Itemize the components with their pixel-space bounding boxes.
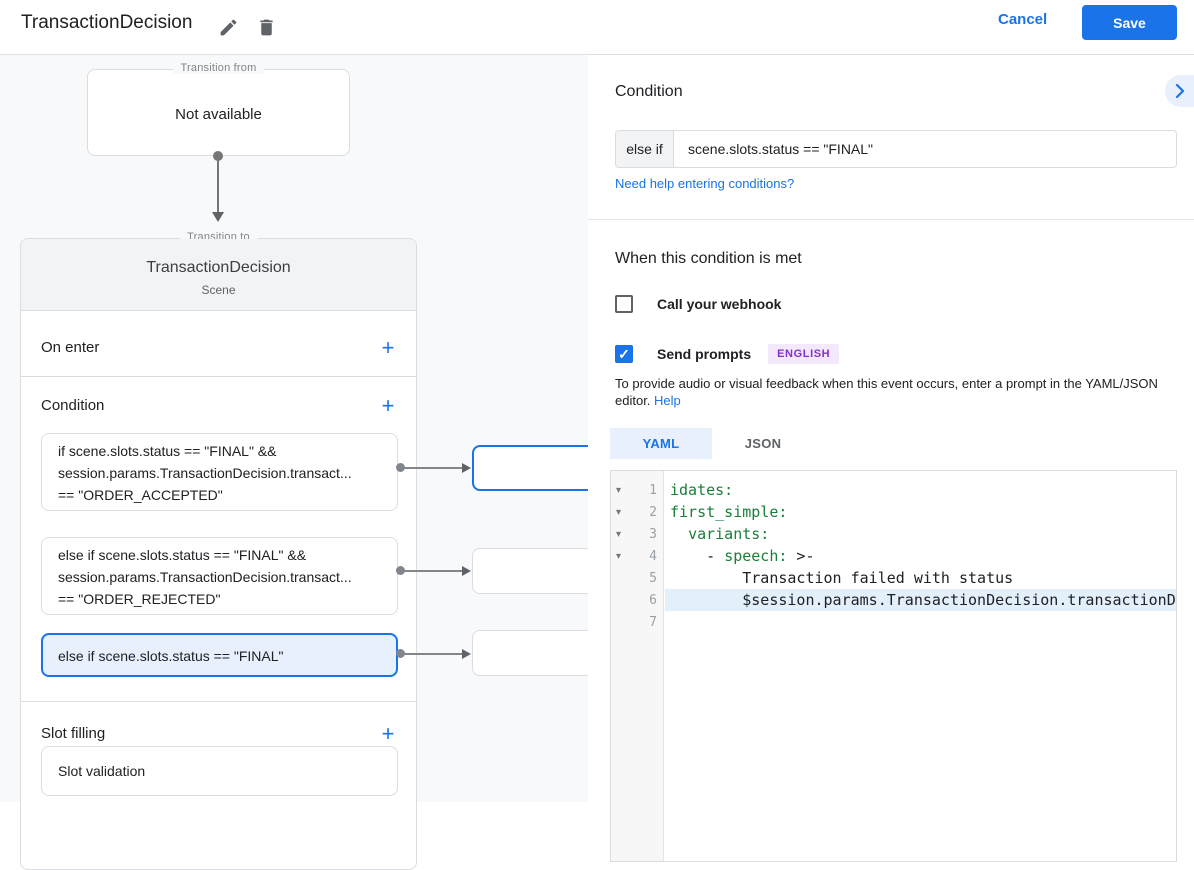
connector-dot [396, 566, 405, 575]
connector-dot [396, 463, 405, 472]
condition-heading: Condition [615, 83, 683, 100]
connector-dot [213, 151, 223, 161]
code-line-4[interactable]: ▾4 - speech: >- [611, 545, 1176, 567]
tab-yaml[interactable]: YAML [610, 428, 712, 459]
line-number: 5 [649, 570, 657, 586]
top-bar: TransactionDecision Cancel Save [0, 0, 1194, 55]
transition-target-node-2[interactable] [472, 548, 600, 594]
help-link[interactable]: Help [654, 393, 681, 408]
send-prompts-label: Send prompts [657, 346, 752, 362]
transition-from-legend: Transition from [172, 62, 265, 74]
condition-text: else if scene.slots.status == "FINAL" [58, 648, 284, 664]
code-line-1[interactable]: ▾1 idates: [611, 479, 1176, 501]
tab-json[interactable]: JSON [744, 436, 782, 451]
webhook-row: Call your webhook [615, 295, 781, 313]
scene-subtitle: Scene [201, 283, 236, 297]
edit-icon[interactable] [212, 11, 244, 43]
slot-validation-card[interactable]: Slot validation [41, 746, 398, 796]
condition-value[interactable]: scene.slots.status == "FINAL" [688, 141, 874, 157]
slot-filling-label: Slot filling [41, 725, 106, 742]
prompt-description: To provide audio or visual feedback when… [615, 375, 1171, 409]
transition-target-node-1[interactable] [472, 445, 600, 491]
line-number: 4 [649, 548, 657, 564]
add-condition-button[interactable]: + [376, 394, 400, 418]
yaml-code-editor[interactable]: ▾1 idates: ▾2 first_simple: ▾3 variants:… [610, 470, 1177, 862]
condition-card-3-selected[interactable]: else if scene.slots.status == "FINAL" [41, 633, 398, 677]
line-number: 3 [649, 526, 657, 542]
trash-icon [259, 19, 273, 35]
send-prompts-checkbox[interactable]: ✓ [615, 345, 633, 363]
code-line-7[interactable]: 7 [611, 611, 1176, 633]
code-line-5[interactable]: 5 Transaction failed with status [611, 567, 1176, 589]
transition-from-node[interactable]: Transition from Not available [87, 62, 350, 156]
language-badge: ENGLISH [768, 344, 840, 364]
scene-title: TransactionDecision [146, 259, 291, 276]
condition-prefix: else if [616, 131, 674, 167]
line-number: 1 [649, 482, 657, 498]
add-slot-button[interactable]: + [376, 722, 400, 746]
chevron-right-icon [1175, 84, 1184, 98]
add-on-enter-button[interactable]: + [376, 336, 400, 360]
fold-arrow-icon[interactable]: ▾ [616, 484, 622, 496]
transition-from-content: Not available [175, 106, 262, 123]
scene-header: TransactionDecision Scene [21, 239, 416, 311]
flow-arrowhead-icon [462, 649, 471, 659]
condition-text: == "ORDER_REJECTED" [58, 591, 221, 607]
condition-section-label: Condition [41, 397, 105, 414]
code-line-3[interactable]: ▾3 variants: [611, 523, 1176, 545]
editor-gutter [611, 471, 664, 861]
when-condition-heading: When this condition is met [615, 250, 802, 267]
flow-arrow-line [404, 467, 462, 469]
save-button[interactable]: Save [1082, 5, 1177, 40]
fold-arrow-icon[interactable]: ▾ [616, 506, 622, 518]
condition-text: session.params.TransactionDecision.trans… [58, 465, 352, 481]
scene-flow-panel: Transition from Not available Transition… [0, 55, 600, 870]
flow-arrowhead-icon [462, 566, 471, 576]
condition-text: session.params.TransactionDecision.trans… [58, 569, 352, 585]
condition-text: == "ORDER_ACCEPTED" [58, 487, 223, 503]
divider [21, 376, 416, 377]
transition-to-node: Transition to TransactionDecision Scene … [20, 231, 417, 870]
connector-dot [396, 649, 405, 658]
delete-icon[interactable] [250, 11, 282, 43]
editor-tabs: YAML JSON [610, 428, 814, 459]
flow-arrow-line [404, 570, 462, 572]
line-number: 2 [649, 504, 657, 520]
condition-card-1[interactable]: if scene.slots.status == "FINAL" && sess… [41, 433, 398, 511]
fold-arrow-icon[interactable]: ▾ [616, 528, 622, 540]
page-title: TransactionDecision [21, 12, 193, 33]
on-enter-label: On enter [41, 339, 100, 356]
line-number: 6 [649, 592, 657, 608]
divider [21, 701, 416, 702]
condition-expression-input[interactable]: else if scene.slots.status == "FINAL" [615, 130, 1177, 168]
code-line-6-highlighted[interactable]: 6 $session.params.TransactionDecision.tr… [611, 589, 1176, 611]
call-webhook-label: Call your webhook [657, 296, 782, 312]
condition-card-2[interactable]: else if scene.slots.status == "FINAL" &&… [41, 537, 398, 615]
send-prompts-row: ✓ Send prompts ENGLISH [615, 344, 840, 364]
flow-arrowhead-icon [462, 463, 471, 473]
code-line-2[interactable]: ▾2 first_simple: [611, 501, 1176, 523]
pencil-icon [220, 19, 236, 35]
condition-text: if scene.slots.status == "FINAL" && [58, 443, 277, 459]
condition-text: else if scene.slots.status == "FINAL" && [58, 547, 307, 563]
line-number: 7 [649, 614, 657, 630]
flow-arrow-line [217, 159, 219, 212]
conditions-help-link[interactable]: Need help entering conditions? [615, 176, 795, 191]
collapse-panel-button[interactable] [1165, 75, 1194, 107]
transition-target-node-3[interactable] [472, 630, 600, 676]
divider [588, 219, 1194, 220]
prompt-description-text: To provide audio or visual feedback when… [615, 376, 1158, 408]
flow-arrow-line [404, 653, 462, 655]
condition-detail-panel: Condition else if scene.slots.status == … [588, 55, 1194, 862]
slot-card-label: Slot validation [58, 763, 146, 779]
cancel-button[interactable]: Cancel [998, 11, 1048, 28]
call-webhook-checkbox[interactable] [615, 295, 633, 313]
flow-arrowhead-icon [212, 212, 224, 222]
fold-arrow-icon[interactable]: ▾ [616, 550, 622, 562]
checkmark-icon: ✓ [618, 346, 630, 362]
